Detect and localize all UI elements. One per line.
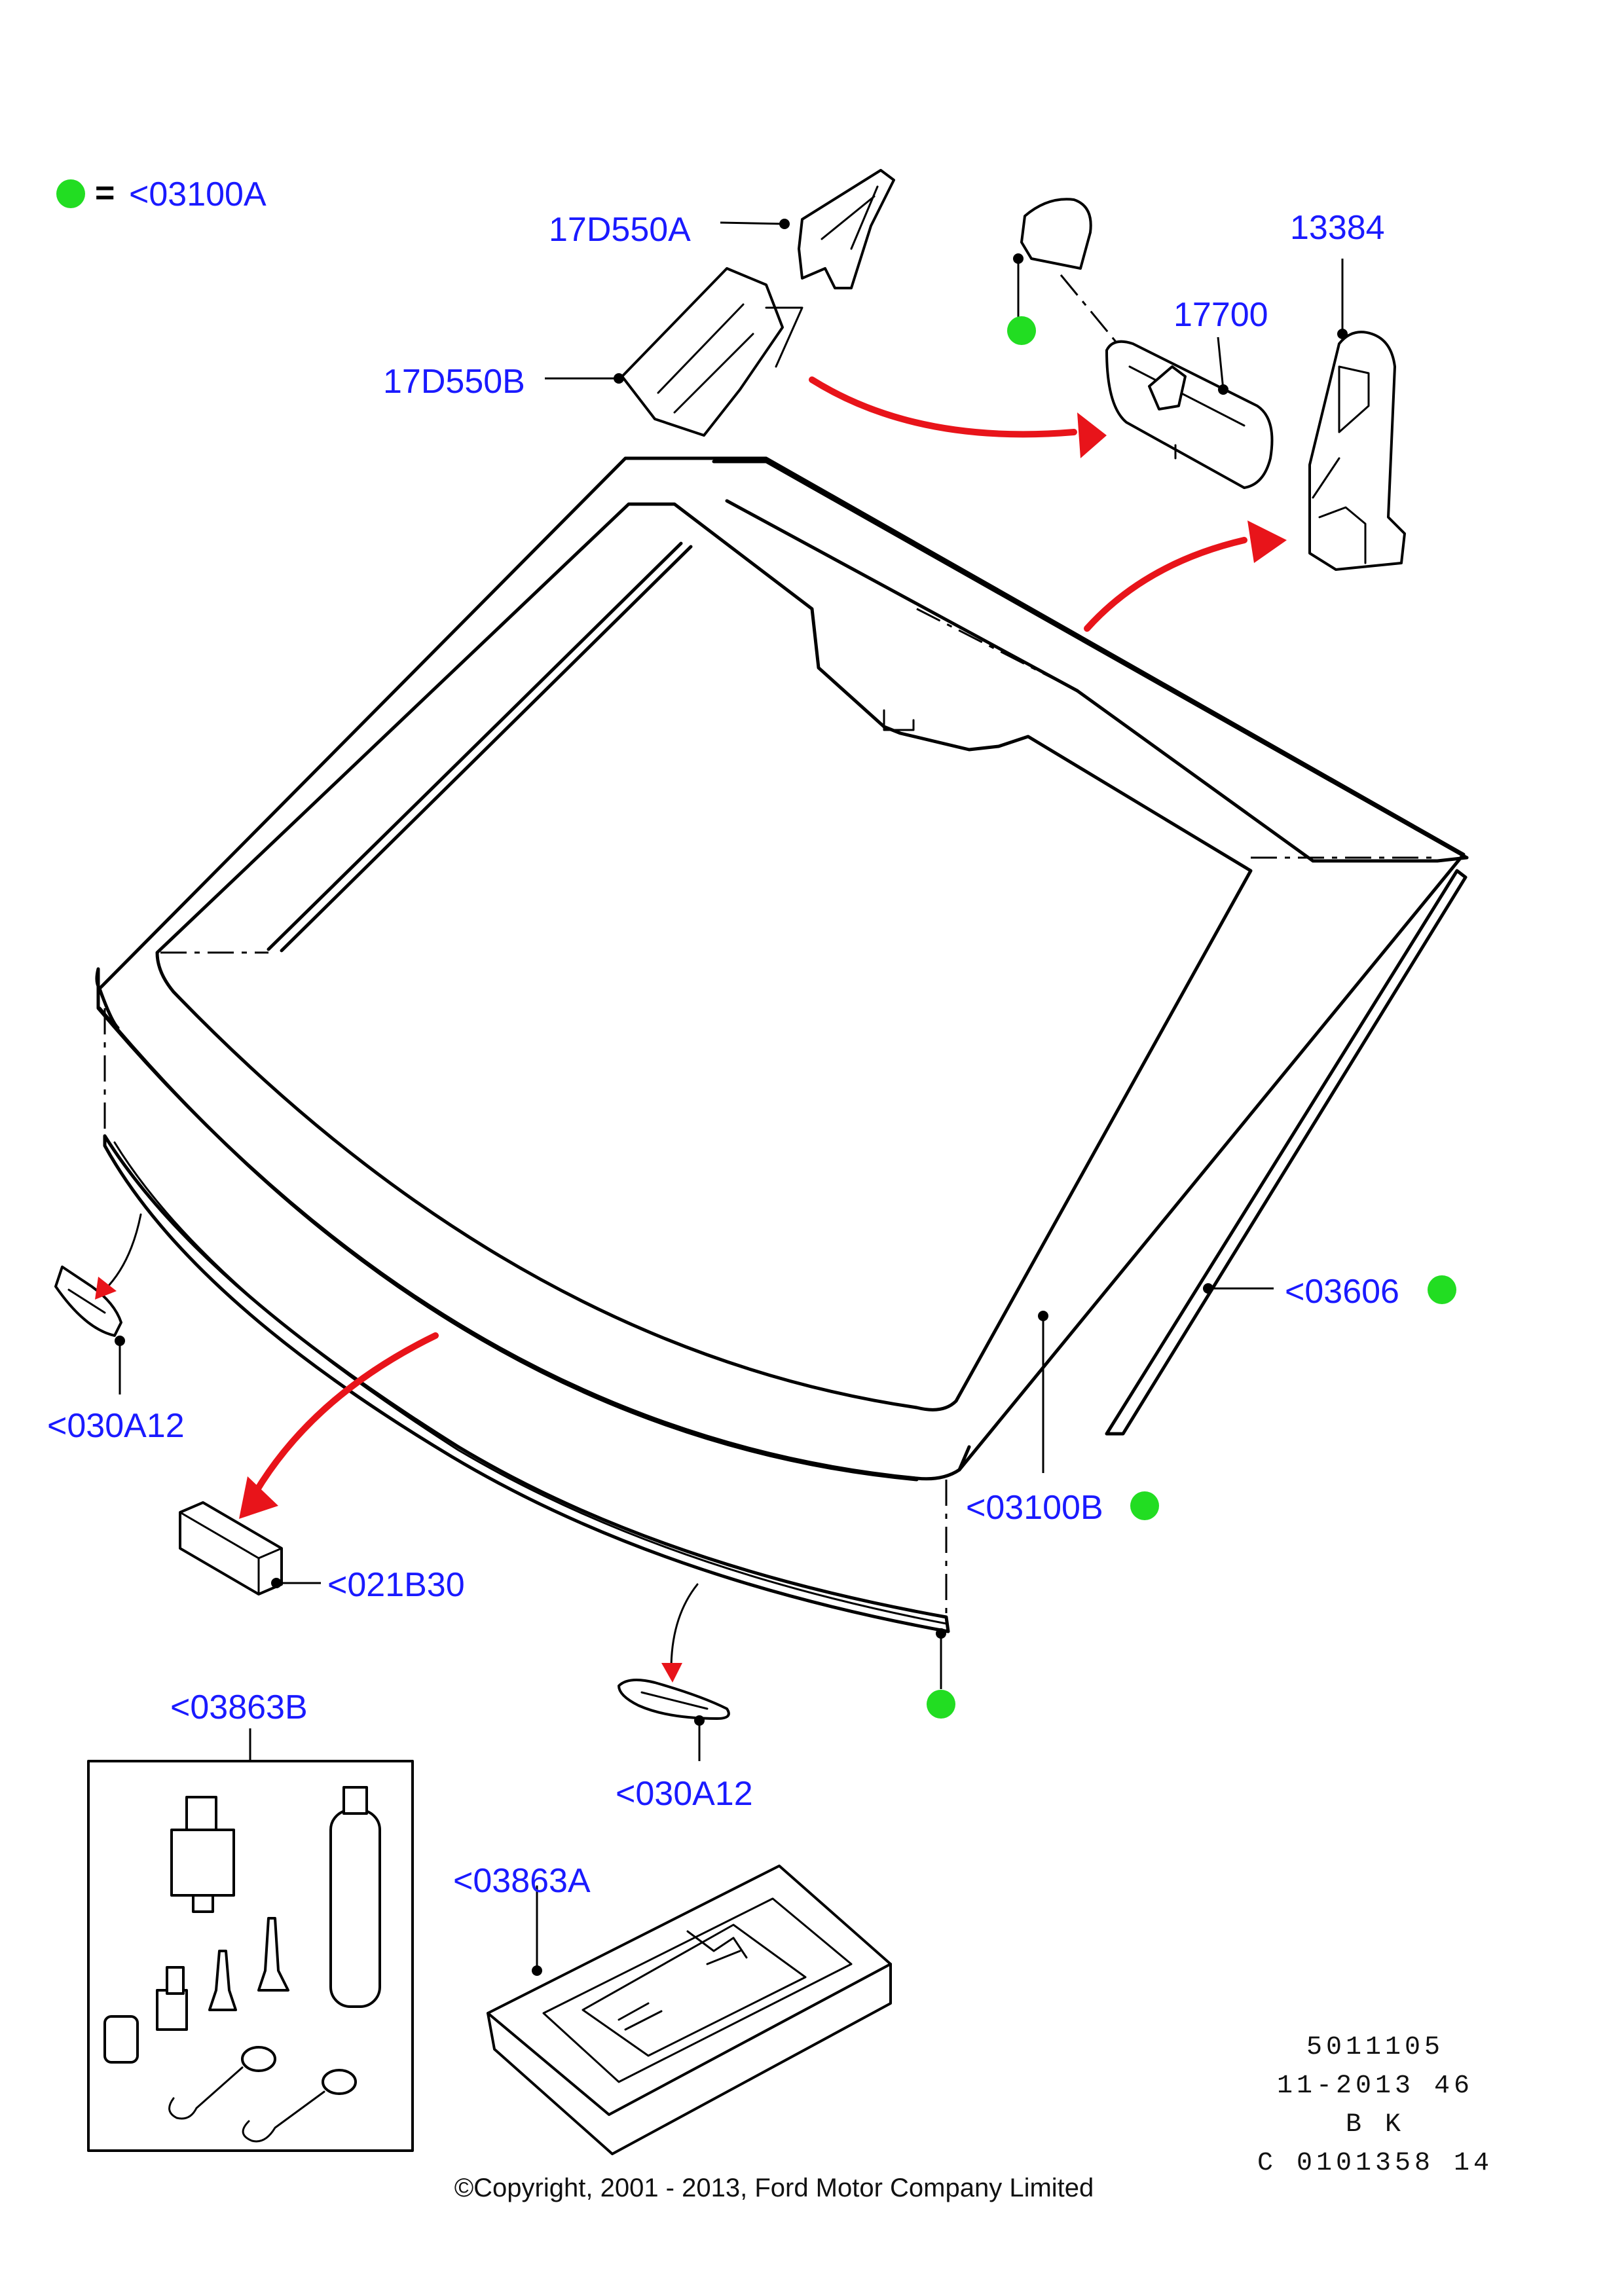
- reference-line-3: B K: [1346, 2110, 1405, 2140]
- label-03863a[interactable]: <03863A: [453, 1862, 591, 1900]
- windshield-glass[interactable]: [95, 456, 1469, 1482]
- label-03100b[interactable]: <03100B: [966, 1489, 1103, 1527]
- reference-line-1: 5011105: [1306, 2033, 1444, 2062]
- repair-kit-box-part[interactable]: [487, 1865, 892, 2155]
- part-labels: 17D550A 17D550B 17700 13384 <03606 <0310…: [47, 209, 1399, 1900]
- leader-lines: [115, 219, 1348, 1976]
- drawing-reference-block: 5011105 11-2013 46 B K C 0101358 14: [1257, 2033, 1493, 2178]
- arrow-to-bracket: [1084, 537, 1247, 632]
- label-13384[interactable]: 13384: [1290, 209, 1385, 247]
- legend-marker-icon: [56, 179, 85, 208]
- label-17d550b[interactable]: 17D550B: [383, 363, 525, 401]
- arrow-to-mirror: [809, 376, 1077, 438]
- bracket-part[interactable]: [1308, 331, 1406, 571]
- rear-view-mirror-part[interactable]: [1105, 340, 1274, 489]
- copyright-notice: ©Copyright, 2001 - 2013, Ford Motor Comp…: [454, 2174, 1094, 2202]
- sensor-cover-part[interactable]: [798, 169, 895, 289]
- clip-part-middle[interactable]: [618, 1679, 730, 1720]
- reference-line-2: 11-2013 46: [1277, 2071, 1473, 2101]
- marker-icon-bottom-moulding: [927, 1690, 955, 1719]
- label-03863b[interactable]: <03863B: [170, 1688, 308, 1726]
- marker-icon-mirror-cap: [1007, 316, 1036, 345]
- red-arrows: [95, 376, 1287, 1683]
- label-021b30[interactable]: <021B30: [327, 1566, 465, 1604]
- bottom-moulding-strip[interactable]: [103, 1134, 950, 1633]
- legend-text[interactable]: <03100A: [129, 175, 267, 213]
- label-03606[interactable]: <03606: [1285, 1273, 1399, 1311]
- marker-icon-side-moulding: [1428, 1275, 1456, 1304]
- arrow-to-clip-left: [103, 1213, 142, 1291]
- adhesive-kit-part[interactable]: [87, 1760, 414, 2152]
- marker-icon-glass: [1130, 1491, 1159, 1520]
- reference-line-4: C 0101358 14: [1257, 2149, 1493, 2178]
- arrow-to-block: [252, 1332, 439, 1496]
- legend-equals: =: [95, 174, 115, 212]
- label-030a12-middle[interactable]: <030A12: [616, 1775, 753, 1813]
- mirror-cap-part[interactable]: [1020, 198, 1092, 270]
- label-17d550a[interactable]: 17D550A: [549, 211, 691, 249]
- label-030a12-left[interactable]: <030A12: [47, 1407, 185, 1445]
- block-part[interactable]: [179, 1501, 283, 1595]
- legend: = <03100A: [56, 174, 267, 213]
- arrow-to-clip-middle: [670, 1583, 699, 1671]
- clip-part-left[interactable]: [54, 1266, 122, 1337]
- mirror-cover-part[interactable]: [621, 267, 803, 437]
- side-moulding-strip[interactable]: [1105, 869, 1467, 1436]
- label-17700[interactable]: 17700: [1173, 296, 1268, 334]
